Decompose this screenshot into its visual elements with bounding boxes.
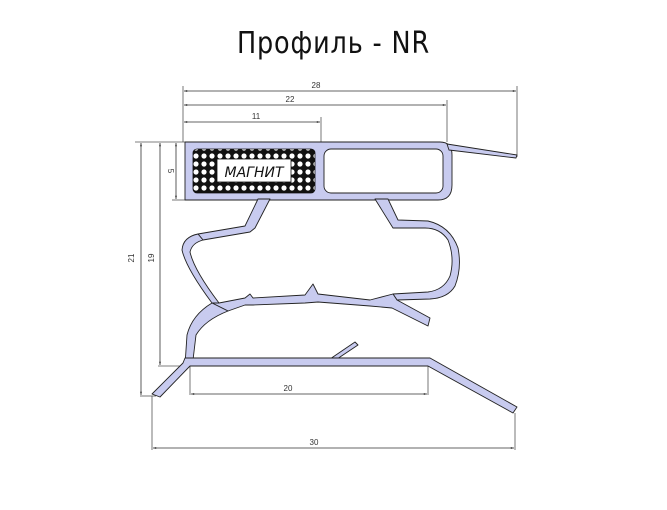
- magnet-label: МАГНИТ: [224, 165, 284, 181]
- dim-21: 21: [127, 253, 136, 262]
- dim-20: 20: [284, 384, 293, 393]
- magnet-insert: МАГНИТ: [192, 148, 316, 194]
- extension-lines: [135, 86, 518, 450]
- dim-19: 19: [147, 253, 156, 262]
- dimension-lines: [140, 90, 516, 449]
- dim-28: 28: [312, 81, 321, 90]
- dim-30: 30: [310, 438, 319, 447]
- page-title: Профиль - NR: [236, 26, 431, 61]
- dim-5: 5: [166, 169, 175, 174]
- dim-11: 11: [252, 112, 261, 121]
- dim-22: 22: [286, 95, 295, 104]
